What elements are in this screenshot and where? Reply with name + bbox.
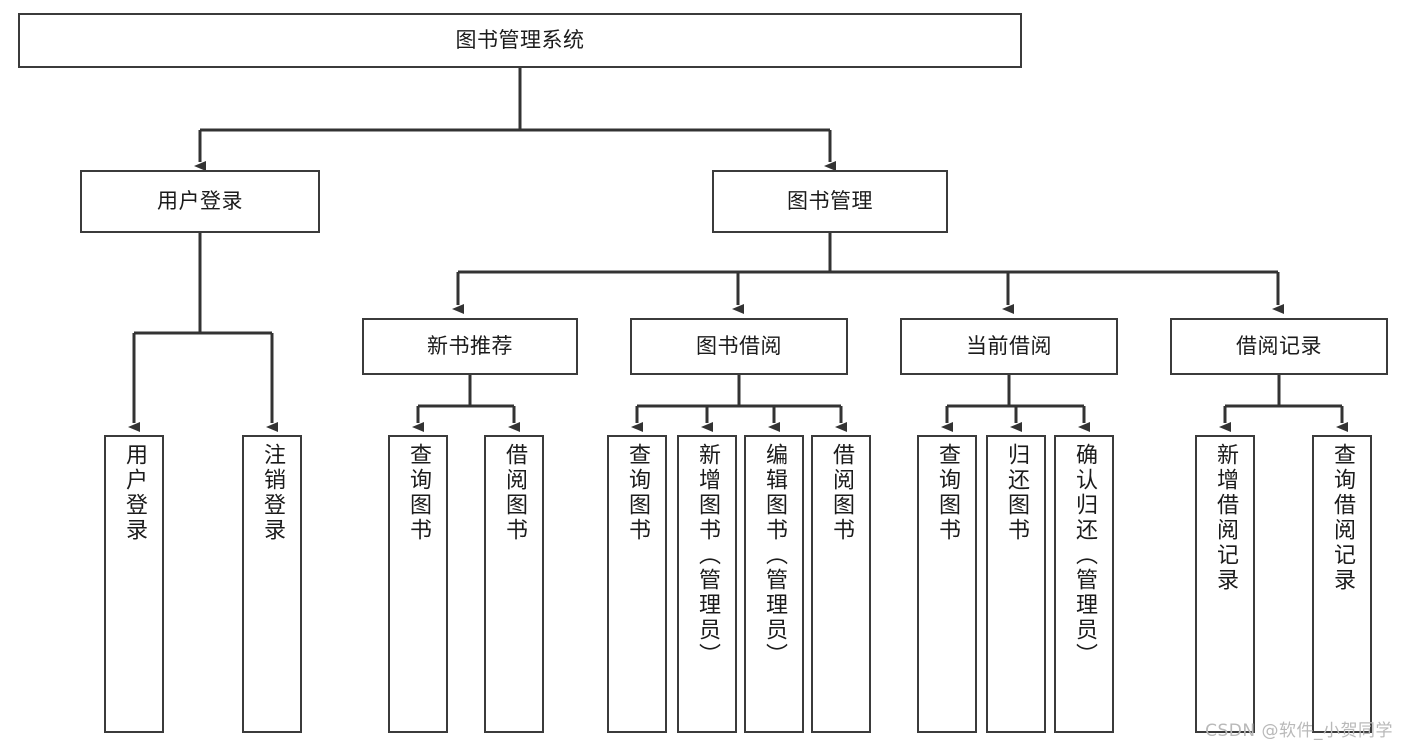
node-leaf-return-book[interactable]: 归还图书 xyxy=(986,435,1046,733)
node-book-borrow-label: 图书借阅 xyxy=(696,334,782,359)
node-leaf-borrow-book-1-label: 借阅图书 xyxy=(502,443,527,543)
node-current-borrow-label: 当前借阅 xyxy=(966,334,1052,359)
node-leaf-query-record-label: 查询借阅记录 xyxy=(1330,443,1355,593)
node-leaf-borrow-book-2[interactable]: 借阅图书 xyxy=(811,435,871,733)
node-leaf-edit-book[interactable]: 编辑图书（管理员） xyxy=(744,435,804,733)
node-leaf-query-book-1[interactable]: 查询图书 xyxy=(388,435,448,733)
node-current-borrow[interactable]: 当前借阅 xyxy=(900,318,1118,375)
node-book-management[interactable]: 图书管理 xyxy=(712,170,948,233)
node-leaf-logout-login[interactable]: 注销登录 xyxy=(242,435,302,733)
node-leaf-edit-book-label: 编辑图书（管理员） xyxy=(762,443,787,668)
node-root-label: 图书管理系统 xyxy=(455,28,585,53)
node-leaf-confirm-return[interactable]: 确认归还（管理员） xyxy=(1054,435,1114,733)
node-user-login[interactable]: 用户登录 xyxy=(80,170,320,233)
node-leaf-query-book-2[interactable]: 查询图书 xyxy=(607,435,667,733)
node-leaf-user-login-label: 用户登录 xyxy=(122,443,147,543)
node-leaf-query-book-1-label: 查询图书 xyxy=(406,443,431,543)
node-leaf-add-book-label: 新增图书（管理员） xyxy=(695,443,720,668)
node-borrow-record-label: 借阅记录 xyxy=(1236,334,1322,359)
node-leaf-confirm-return-label: 确认归还（管理员） xyxy=(1072,443,1097,668)
node-leaf-query-book-2-label: 查询图书 xyxy=(625,443,650,543)
node-leaf-user-login[interactable]: 用户登录 xyxy=(104,435,164,733)
node-new-book-recommend[interactable]: 新书推荐 xyxy=(362,318,578,375)
node-leaf-logout-login-label: 注销登录 xyxy=(260,443,285,543)
node-user-login-label: 用户登录 xyxy=(157,189,243,214)
node-book-management-label: 图书管理 xyxy=(787,189,873,214)
node-leaf-borrow-book-2-label: 借阅图书 xyxy=(829,443,854,543)
node-borrow-record[interactable]: 借阅记录 xyxy=(1170,318,1388,375)
node-leaf-query-book-3[interactable]: 查询图书 xyxy=(917,435,977,733)
node-root[interactable]: 图书管理系统 xyxy=(18,13,1022,68)
node-leaf-query-record[interactable]: 查询借阅记录 xyxy=(1312,435,1372,733)
csdn-watermark: CSDN @软件_小贺同学 xyxy=(1205,721,1393,741)
node-leaf-add-record[interactable]: 新增借阅记录 xyxy=(1195,435,1255,733)
node-leaf-query-book-3-label: 查询图书 xyxy=(935,443,960,543)
node-book-borrow[interactable]: 图书借阅 xyxy=(630,318,848,375)
node-leaf-borrow-book-1[interactable]: 借阅图书 xyxy=(484,435,544,733)
node-leaf-add-record-label: 新增借阅记录 xyxy=(1213,443,1238,593)
node-new-book-recommend-label: 新书推荐 xyxy=(427,334,513,359)
node-leaf-add-book[interactable]: 新增图书（管理员） xyxy=(677,435,737,733)
node-leaf-return-book-label: 归还图书 xyxy=(1004,443,1029,543)
